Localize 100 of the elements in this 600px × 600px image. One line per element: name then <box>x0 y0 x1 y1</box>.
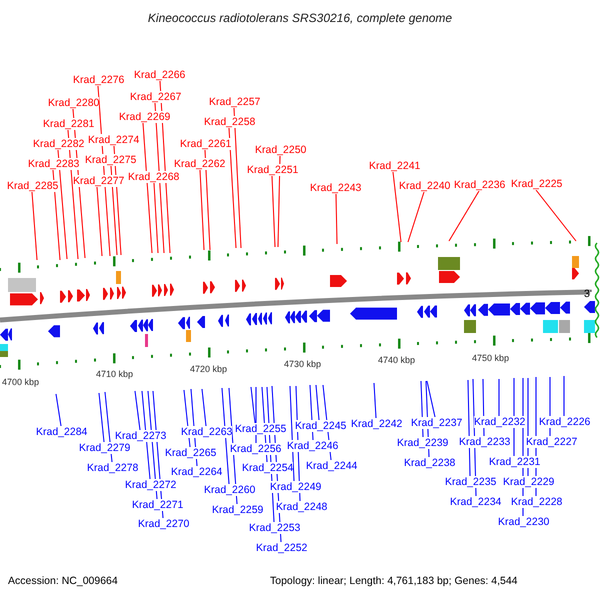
leader-line <box>222 388 230 484</box>
gene-label: Krad_2237 <box>411 417 462 429</box>
gene-label: Krad_2241 <box>369 160 420 172</box>
leader-line <box>142 390 150 480</box>
gene-label: Krad_2232 <box>474 416 526 428</box>
gene-label: Krad_2248 <box>276 501 328 513</box>
leader-line <box>278 156 280 248</box>
gene-label: Krad_2226 <box>539 416 590 428</box>
leader-line <box>316 384 320 420</box>
gene-label: Krad_2243 <box>310 182 362 194</box>
leader-line <box>154 182 158 254</box>
gene-label: Krad_2258 <box>204 116 256 128</box>
leader-line <box>272 176 276 248</box>
gene-label: Krad_2245 <box>295 420 346 432</box>
gene-label: Krad_2276 <box>73 74 124 86</box>
gene-label: Krad_2242 <box>351 418 402 430</box>
gene-label: Krad_2227 <box>526 436 578 448</box>
gene-label: Krad_2273 <box>115 430 166 442</box>
gene-label: Krad_2228 <box>511 496 562 508</box>
gene-label: Krad_2257 <box>209 96 260 108</box>
leader-line <box>98 392 104 442</box>
gene-label: Krad_2244 <box>306 460 358 472</box>
leader-line <box>134 390 140 430</box>
gene-label: Krad_2230 <box>498 516 550 528</box>
leader-line <box>536 190 576 242</box>
scale-label: 4720 kbp <box>190 363 228 375</box>
gene-label: Krad_2267 <box>130 91 182 103</box>
strand-end-label: 3' <box>584 288 592 300</box>
gene-label: Krad_2264 <box>171 466 222 478</box>
gene-label: Krad_2229 <box>503 476 554 488</box>
gene-label: Krad_2268 <box>128 171 180 183</box>
leader-line <box>52 170 60 260</box>
gene-label: Krad_2255 <box>235 423 286 435</box>
scale-label: 4730 kbp <box>284 358 322 370</box>
leader-line <box>58 150 68 260</box>
gene-label: Krad_2260 <box>204 484 256 496</box>
gene-label: Krad_2231 <box>489 456 540 468</box>
gene-label: Krad_2240 <box>399 180 450 192</box>
gene-label: Krad_2225 <box>511 178 562 190</box>
leader-line <box>234 108 242 248</box>
gene-label: Krad_2269 <box>119 111 170 123</box>
scale-label: 4740 kbp <box>378 354 416 366</box>
footer-text: Accession: NC_009664 <box>8 575 118 587</box>
gene-label: Krad_2281 <box>43 118 94 130</box>
leader-line <box>374 382 376 418</box>
leader-line <box>228 128 236 248</box>
gene-label: Krad_2235 <box>445 476 496 488</box>
scale-label: 4700 kbp <box>2 376 40 388</box>
gene-label: Krad_2236 <box>454 179 506 191</box>
gene-label: Krad_2263 <box>181 426 232 438</box>
gene-label: Krad_2254 <box>242 462 294 474</box>
leader-line <box>204 150 210 250</box>
gene-label: Krad_2279 <box>79 442 130 454</box>
gene-label: Krad_2270 <box>138 518 190 530</box>
gene-label: Krad_2262 <box>174 158 226 170</box>
gene-label: Krad_2271 <box>132 499 184 511</box>
leader-line <box>250 386 256 424</box>
gene-label: Krad_2278 <box>87 462 138 474</box>
gene-label: Krad_2239 <box>397 437 448 449</box>
leader-line <box>336 194 338 244</box>
gene-label: Krad_2284 <box>36 426 88 438</box>
gene-label: Krad_2282 <box>33 138 84 150</box>
gene-label: Krad_2251 <box>247 164 298 176</box>
gene-label: Krad_2283 <box>28 158 80 170</box>
gene-label: Krad_2250 <box>255 144 306 156</box>
gene-label: Krad_2275 <box>85 154 136 166</box>
leader-line <box>392 172 402 242</box>
gene-label: Krad_2234 <box>450 496 502 508</box>
scale-label: 4750 kbp <box>472 352 510 364</box>
footer-text: Topology: linear; Length: 4,761,183 bp; Genes: 4,544 <box>270 575 518 587</box>
gene-label: Krad_2246 <box>287 440 338 452</box>
leader-line <box>426 380 436 418</box>
leader-line <box>408 192 424 242</box>
scale-label: 4710 kbp <box>96 368 134 380</box>
leader-line <box>290 386 294 482</box>
gene-label: Krad_2277 <box>73 175 124 187</box>
leader-line <box>96 186 102 256</box>
leader-line <box>448 190 480 242</box>
leader-line <box>202 388 206 426</box>
gene-label: Krad_2253 <box>249 522 300 534</box>
gene-label: Krad_2238 <box>404 457 456 469</box>
gene-label: Krad_2272 <box>125 479 176 491</box>
leader-line <box>56 394 62 426</box>
leader-line <box>32 192 38 260</box>
leader-line <box>200 170 204 250</box>
title: Kineococcus radiotolerans SRS30216, complete genome <box>146 11 454 25</box>
gene-label: Krad_2249 <box>270 481 322 493</box>
gene-label: Krad_2259 <box>212 504 264 516</box>
leader-line <box>154 102 164 254</box>
gene-label: Krad_2285 <box>7 180 58 192</box>
leader-line <box>142 122 152 254</box>
gene-label: Krad_2233 <box>459 436 510 448</box>
gene-label: Krad_2280 <box>48 97 100 109</box>
gene-label: Krad_2266 <box>134 69 186 81</box>
gene-label: Krad_2252 <box>256 542 308 554</box>
gene-label: Krad_2274 <box>88 134 140 146</box>
gene-label: Krad_2265 <box>165 447 216 459</box>
gene-label: Krad_2256 <box>230 443 282 455</box>
leader-line <box>498 378 500 416</box>
gene-label: Krad_2261 <box>180 138 232 150</box>
